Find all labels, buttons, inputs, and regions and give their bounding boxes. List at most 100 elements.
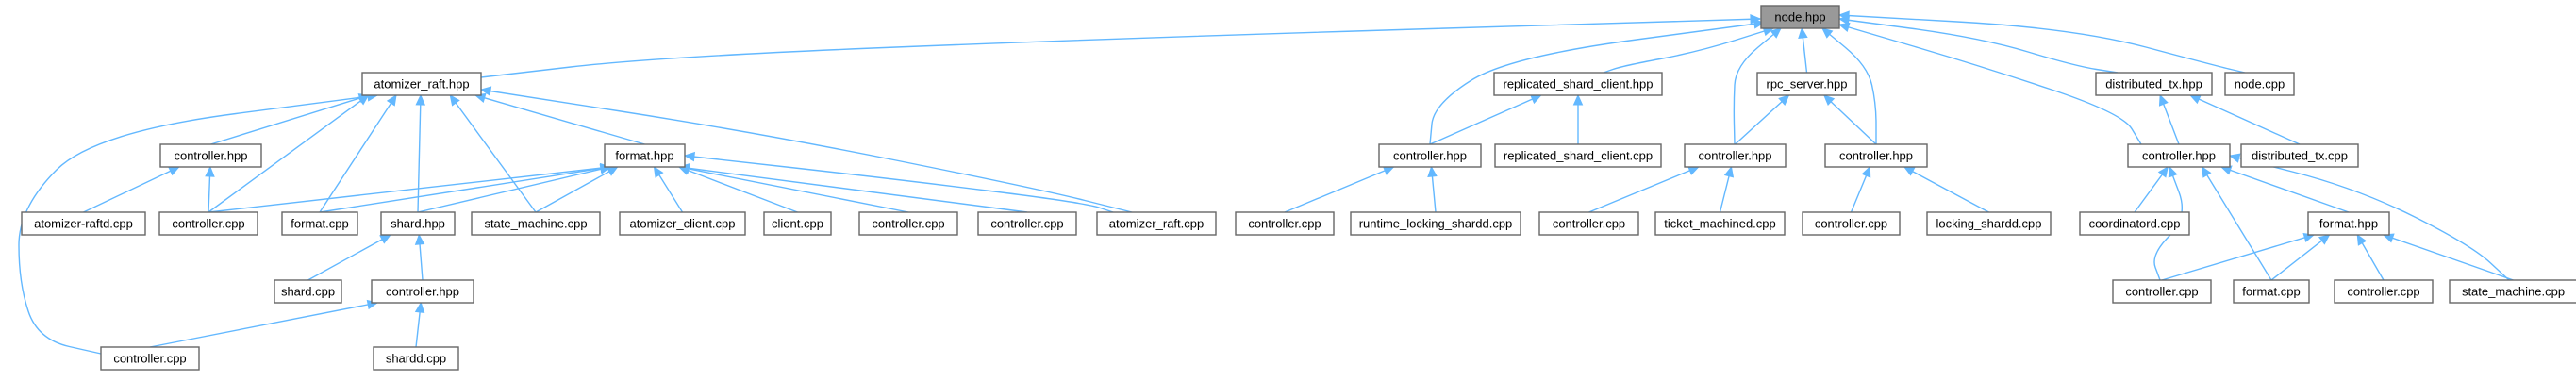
node-coordinatord_cpp[interactable]: coordinatord.cpp [2079, 211, 2190, 236]
node-runtime_locking_shardd_cpp[interactable]: runtime_locking_shardd.cpp [1350, 211, 1521, 236]
node-label: controller.hpp [174, 149, 247, 163]
node-locking_shardd_cpp[interactable]: locking_shardd.cpp [1926, 211, 2052, 236]
edge-controller_hpp_e-to-format_hpp_b [2220, 166, 2350, 213]
arrowhead-controller_hpp_e-to-state_machine_cpp_b [2228, 153, 2241, 163]
node-distributed_tx_hpp[interactable]: distributed_tx.hpp [2095, 72, 2213, 96]
node-controller_hpp_d[interactable]: controller.hpp [1824, 143, 1928, 168]
node-box [159, 143, 262, 168]
node-label: client.cpp [772, 217, 823, 231]
node-state_machine_cpp_b[interactable]: state_machine.cpp [2449, 279, 2576, 304]
node-box [1538, 211, 1639, 236]
node-client_cpp[interactable]: client.cpp [763, 211, 832, 236]
edge-replicated_shard_client_hpp-to-controller_hpp_b [1429, 94, 1542, 145]
node-controller_cpp_a[interactable]: controller.cpp [158, 211, 258, 236]
node-label: replicated_shard_client.hpp [1504, 77, 1654, 91]
edge-format_hpp_a-to-state_machine_cpp_a [535, 166, 618, 213]
node-format_cpp_a[interactable]: format.cpp [281, 211, 358, 236]
node-controller_hpp_e[interactable]: controller.hpp [2127, 143, 2231, 168]
node-controller_cpp_i[interactable]: controller.cpp [100, 346, 200, 371]
node-shard_hpp[interactable]: shard.hpp [380, 211, 456, 236]
node-format_cpp_b[interactable]: format.cpp [2233, 279, 2310, 304]
arrowhead-node_hpp-to-controller_hpp_d [1821, 27, 1834, 39]
node-label: node.hpp [1774, 10, 1825, 25]
arrowhead-format_hpp_b-to-controller_cpp_h [2356, 233, 2368, 246]
node-atomizer_raft_hpp[interactable]: atomizer_raft.hpp [361, 72, 482, 96]
node-label: controller.hpp [1839, 149, 1913, 163]
node-ticket_machined_cpp[interactable]: ticket_machined.cpp [1654, 211, 1786, 236]
arrowhead-controller_hpp_d-to-locking_shardd_cpp [1903, 166, 1916, 176]
edges-layer [18, 10, 2514, 355]
edge-node_hpp-to-replicated_shard_client_hpp [1603, 27, 1774, 74]
edge-controller_hpp_d-to-locking_shardd_cpp [1903, 166, 1989, 213]
node-controller_cpp_c[interactable]: controller.cpp [977, 211, 1077, 236]
node-controller_hpp_c[interactable]: controller.hpp [1684, 143, 1787, 168]
node-node_cpp[interactable]: node.cpp [2224, 72, 2295, 96]
edge-atomizer_raft_hpp-to-format_cpp_a [319, 94, 397, 213]
arrowhead-format_hpp_a-to-atomizer_raft_cpp [683, 151, 696, 162]
node-atomizer_client_cpp[interactable]: atomizer_client.cpp [619, 211, 746, 236]
edge-controller_hpp_e-to-controller_cpp_g [2153, 166, 2183, 281]
arrowhead-format_hpp_a-to-state_machine_cpp_a [606, 166, 619, 176]
edge-format_hpp_b-to-format_cpp_b [2270, 234, 2330, 281]
node-label: format.hpp [615, 149, 673, 163]
node-label: locking_shardd.cpp [1936, 217, 2041, 231]
edge-node_hpp-to-controller_hpp_e [1838, 24, 2142, 145]
edge-controller_hpp_e-to-state_machine_cpp_b [2229, 155, 2510, 281]
node-label: rpc_server.hpp [1767, 77, 1848, 91]
node-box [1235, 211, 1335, 236]
arrowhead-controller_hpp_f-to-shardd_cpp [414, 301, 425, 314]
edge-format_hpp_b-to-controller_cpp_g [2161, 234, 2315, 281]
node-box [2334, 279, 2434, 304]
edge-node_hpp-to-distributed_tx_hpp [1838, 18, 2119, 74]
node-box [361, 72, 482, 96]
node-label: controller.hpp [386, 285, 459, 299]
node-box [281, 211, 358, 236]
node-state_machine_cpp_a[interactable]: state_machine.cpp [471, 211, 601, 236]
node-box [1654, 211, 1786, 236]
node-rpc_server_hpp[interactable]: rpc_server.hpp [1756, 72, 1857, 96]
node-box [977, 211, 1077, 236]
arrowhead-controller_hpp_e-to-format_cpp_b [2201, 165, 2212, 178]
node-box [21, 211, 146, 236]
node-controller_cpp_h[interactable]: controller.cpp [2334, 279, 2434, 304]
edge-atomizer_raft_hpp-to-format_hpp_a [474, 94, 645, 145]
node-replicated_shard_client_cpp[interactable]: replicated_shard_client.cpp [1494, 143, 1662, 168]
node-atomizer_raft_cpp[interactable]: atomizer_raft.cpp [1096, 211, 1217, 236]
node-label: controller.cpp [113, 352, 186, 366]
node-label: controller.hpp [1393, 149, 1467, 163]
node-controller_hpp_b[interactable]: controller.hpp [1378, 143, 1482, 168]
edge-atomizer_raft_hpp-to-controller_cpp_a [208, 94, 369, 213]
node-label: shardd.cpp [386, 352, 446, 366]
node-box [100, 346, 200, 371]
node-distributed_tx_cpp[interactable]: distributed_tx.cpp [2240, 143, 2359, 168]
node-controller_cpp_f[interactable]: controller.cpp [1802, 211, 1901, 236]
node-box [1350, 211, 1521, 236]
node-label: controller.hpp [2142, 149, 2216, 163]
node-controller_hpp_a[interactable]: controller.hpp [159, 143, 262, 168]
node-format_hpp_a[interactable]: format.hpp [604, 143, 686, 168]
node-box [1760, 5, 1840, 29]
node-shard_cpp[interactable]: shard.cpp [274, 279, 342, 304]
arrowhead-atomizer_raft_hpp-to-atomizer_raft_cpp [479, 86, 492, 96]
arrowhead-atomizer_raft_hpp-to-shard_hpp [415, 93, 426, 106]
node-controller_cpp_b[interactable]: controller.cpp [858, 211, 958, 236]
node-controller_hpp_f[interactable]: controller.hpp [371, 279, 474, 304]
node-format_hpp_b[interactable]: format.hpp [2307, 211, 2390, 236]
node-controller_cpp_g[interactable]: controller.cpp [2112, 279, 2212, 304]
edge-node_hpp-to-atomizer_raft_hpp [480, 18, 1761, 78]
node-label: controller.cpp [872, 217, 944, 231]
node-box [158, 211, 258, 236]
node-replicated_shard_client_hpp[interactable]: replicated_shard_client.hpp [1493, 72, 1663, 96]
arrowhead-replicated_shard_client_hpp-to-controller_hpp_b [1530, 94, 1542, 105]
node-shardd_cpp[interactable]: shardd.cpp [373, 346, 459, 371]
node-label: ticket_machined.cpp [1664, 217, 1776, 231]
arrowhead-node_hpp-to-node_cpp [1837, 10, 1850, 21]
node-controller_cpp_d[interactable]: controller.cpp [1235, 211, 1335, 236]
node-controller_cpp_e[interactable]: controller.cpp [1538, 211, 1639, 236]
node-label: controller.cpp [1553, 217, 1625, 231]
node-label: replicated_shard_client.cpp [1504, 149, 1653, 163]
node-atomizer_raftd_cpp[interactable]: atomizer-raftd.cpp [21, 211, 146, 236]
node-box [1802, 211, 1901, 236]
edge-format_hpp_a-to-atomizer_raft_cpp [684, 155, 1114, 213]
node-box [1494, 143, 1662, 168]
